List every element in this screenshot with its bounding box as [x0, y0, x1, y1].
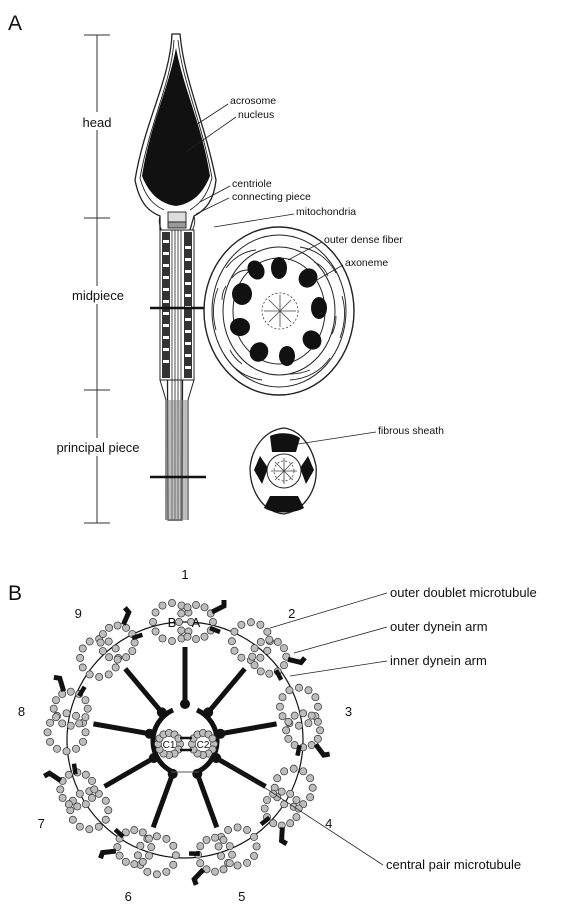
spoke-head: [180, 699, 190, 709]
b-tubule: [271, 765, 316, 810]
panel-a: A head midpiece principal piece: [8, 12, 444, 523]
outer-dynein-arm: [282, 827, 287, 843]
c1-label: C1: [163, 740, 176, 751]
c2-label: C2: [197, 740, 210, 751]
acrosome-label: acrosome: [230, 95, 276, 107]
doublet-number-1: 1: [181, 567, 188, 582]
inner-dynein-arm: [74, 764, 76, 775]
outer-dynein-arm: [194, 870, 203, 885]
central-pair-label: central pair microtubule: [386, 857, 521, 872]
outer-dynein-arm: [54, 677, 64, 691]
midpiece-cross-section: [204, 227, 354, 395]
outer-doublet-3: 3: [215, 684, 352, 756]
outer-doublet-2: 2: [203, 606, 305, 718]
radial-spoke: [104, 758, 153, 787]
region-label-head: head: [83, 115, 112, 130]
doublet-number-5: 5: [238, 889, 245, 904]
doublet-number-8: 8: [18, 704, 25, 719]
outer-dynein-arm: [44, 773, 60, 780]
inner-dynein-label: inner dynein arm: [390, 653, 487, 668]
inner-dynein-arm: [297, 745, 299, 756]
inner-dynein-arm: [79, 687, 85, 696]
tubule-b-label: B: [168, 615, 177, 630]
region-label-midpiece: midpiece: [72, 288, 124, 303]
inner-dynein-arm: [132, 635, 142, 638]
doublet-number-2: 2: [288, 606, 295, 621]
outer-doublet-6: 6: [100, 769, 179, 904]
outer-dynein-label: outer dynein arm: [390, 619, 488, 634]
fibrous-sheath-label: fibrous sheath: [378, 425, 444, 437]
outer-doublet-8: 8: [18, 677, 155, 755]
mitochondria-label: mitochondria: [296, 206, 356, 218]
outer-doublet-label: outer doublet microtubule: [390, 585, 537, 600]
centriole-label: centriole: [232, 178, 272, 190]
radial-spoke: [208, 669, 245, 713]
radial-spoke: [125, 669, 162, 713]
radial-spoke: [153, 774, 172, 828]
outer-dynein-arm: [288, 658, 305, 663]
connecting-piece-label: connecting piece: [232, 191, 311, 203]
radial-spoke: [197, 774, 216, 828]
doublet-number-6: 6: [125, 889, 132, 904]
region-label-principal-piece: principal piece: [56, 440, 139, 455]
outer-doublet-5: 5: [189, 769, 260, 904]
principal-piece-cross-section: [250, 428, 316, 514]
radial-spoke: [220, 724, 276, 734]
axoneme-diagram: 1AB 2 3 4 5 6 7 8 9C1 C2: [18, 567, 352, 904]
outer-dynein-arm: [212, 600, 224, 612]
outer-dynein-arm: [100, 851, 115, 858]
tubule-a-label: A: [192, 615, 201, 630]
outer-doublet-1: 1AB: [149, 567, 224, 709]
outer-dense-fiber-label: outer dense fiber: [324, 234, 403, 246]
b-tubule: [215, 824, 260, 869]
panel-b-label: B: [8, 582, 22, 605]
doublet-number-9: 9: [75, 606, 82, 621]
doublet-number-7: 7: [38, 816, 45, 831]
radial-spoke: [93, 724, 149, 734]
panel-a-label: A: [8, 12, 22, 35]
outer-doublet-7: 7: [38, 753, 159, 833]
doublet-number-4: 4: [325, 816, 332, 831]
outer-dynein-arm: [123, 608, 128, 625]
outer-dynein-arm: [316, 744, 330, 755]
doublet-number-3: 3: [345, 704, 352, 719]
nucleus-label: nucleus: [238, 109, 274, 121]
b-tubule: [134, 833, 179, 878]
axoneme-label: axoneme: [345, 257, 388, 269]
